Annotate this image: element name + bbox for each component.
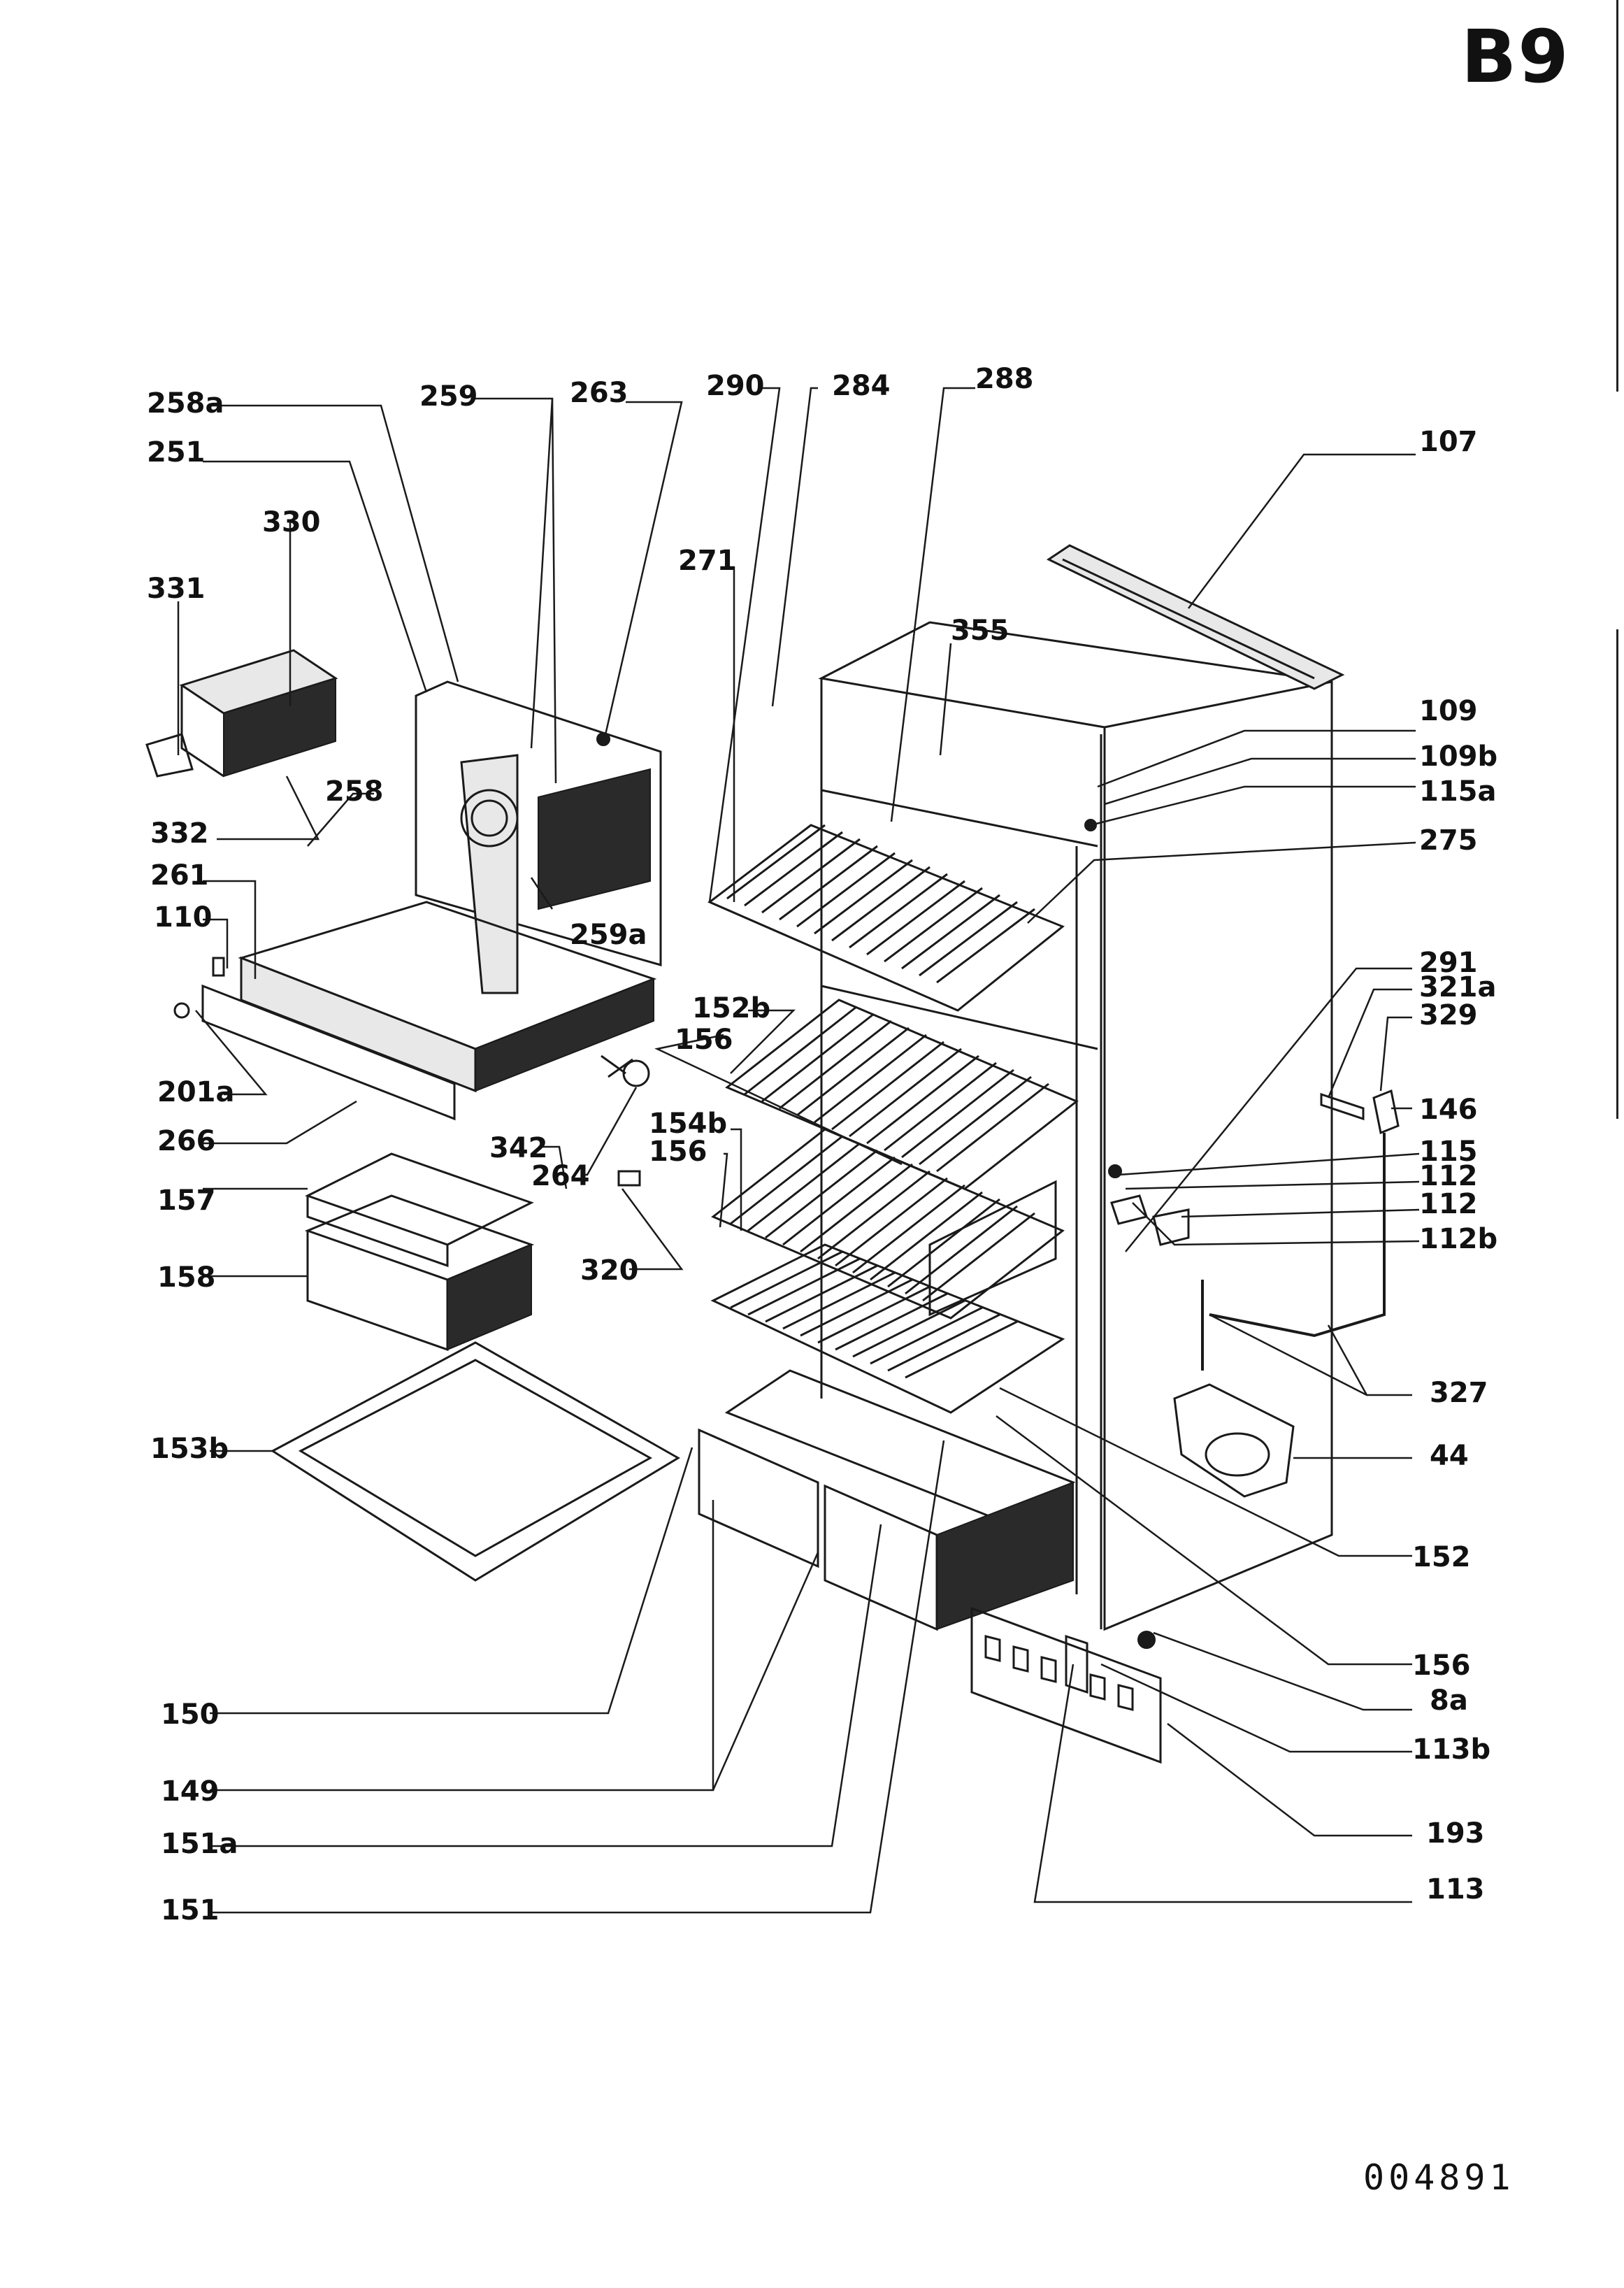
part-label: 112 [1419, 1160, 1478, 1192]
freezer-box-lid [305, 1152, 534, 1268]
part-label: 251 [147, 436, 206, 469]
part-label: 331 [147, 573, 206, 605]
drain-pan-44 [1173, 1383, 1295, 1498]
part-label: 149 [161, 1775, 220, 1808]
part-label: 151a [161, 1828, 238, 1860]
wire-shelf-152 [710, 1243, 1065, 1414]
part-label: 44 [1430, 1440, 1469, 1472]
part-label: 152 [1412, 1541, 1471, 1573]
part-label: 193 [1426, 1817, 1485, 1850]
part-number-labels: 258a 251 259 263 290 284 288 107 330 331… [147, 363, 1497, 1926]
part-label: 264 [531, 1160, 590, 1192]
part-label: 259 [419, 380, 478, 413]
part-label: 109b [1419, 741, 1497, 773]
part-label: 115a [1419, 775, 1497, 808]
part-label: 154b [649, 1108, 727, 1140]
cabinet-body [818, 621, 1333, 1631]
part-label: 266 [157, 1125, 216, 1157]
part-label: 146 [1419, 1094, 1478, 1126]
part-label: 355 [951, 615, 1009, 647]
part-label: 112 [1419, 1188, 1478, 1220]
wire-shelf-152b [725, 999, 1079, 1190]
part-label: 291 [1419, 947, 1478, 979]
part-label: 329 [1419, 999, 1478, 1031]
part-label: 157 [157, 1185, 216, 1217]
part-label: 201a [157, 1076, 235, 1108]
part-label: 156 [1412, 1650, 1471, 1682]
ice-tray [145, 649, 338, 778]
part-label: 109 [1419, 695, 1478, 727]
part-label: 327 [1430, 1377, 1488, 1409]
crisper-drawer-right [824, 1481, 1074, 1631]
part-label: 153b [150, 1433, 229, 1465]
part-label: 342 [489, 1132, 548, 1164]
part-label: 152b [692, 992, 770, 1024]
part-label: 288 [975, 363, 1034, 395]
part-label: 113 [1426, 1873, 1485, 1906]
part-label: 259a [570, 919, 647, 951]
part-label: 150 [161, 1699, 220, 1731]
part-label: 290 [706, 370, 765, 402]
top-grille [1046, 544, 1345, 690]
part-label: 261 [150, 859, 209, 892]
part-label: 112b [1419, 1223, 1497, 1255]
page-code: B9 [1461, 14, 1570, 99]
edge-rule [1616, 629, 1618, 1119]
part-label: 115 [1419, 1136, 1478, 1168]
part-label: 156 [649, 1136, 707, 1168]
kickplate [970, 1606, 1162, 1764]
part-label: 263 [570, 377, 628, 409]
part-label: 156 [675, 1024, 733, 1056]
part-label: 110 [154, 901, 213, 934]
part-label: 258 [325, 775, 384, 808]
part-label: 258a [147, 387, 224, 420]
part-label: 271 [678, 545, 737, 577]
glass-divider-291 [928, 1180, 1057, 1317]
glass-shelf-153b [271, 1341, 680, 1582]
small-fittings [173, 732, 1400, 1694]
part-label: 320 [580, 1254, 639, 1287]
part-label: 284 [832, 370, 891, 402]
leader-lines [177, 387, 1420, 1914]
document-number: 004891 [1363, 2157, 1515, 2198]
part-label: 330 [262, 506, 321, 538]
wire-shelf-275 [707, 824, 1065, 1012]
crisper-drawer-left [698, 1428, 819, 1568]
part-label: 107 [1419, 426, 1478, 458]
freezer-floor-tray [238, 901, 657, 1093]
part-label: 158 [157, 1261, 216, 1294]
drain-tube-327 [1201, 1133, 1386, 1371]
part-label: 151 [161, 1894, 220, 1926]
freezer-box [304, 1194, 535, 1352]
edge-rule [1616, 0, 1618, 392]
part-label: 8a [1430, 1685, 1468, 1717]
part-label: 113b [1412, 1733, 1490, 1766]
part-label: 275 [1419, 824, 1478, 857]
part-label: 332 [150, 817, 209, 850]
part-label: 321a [1419, 971, 1497, 1003]
freezer-back-panel [415, 680, 662, 994]
freezer-front-strip [201, 984, 456, 1121]
crisper-cover [724, 1369, 1076, 1526]
